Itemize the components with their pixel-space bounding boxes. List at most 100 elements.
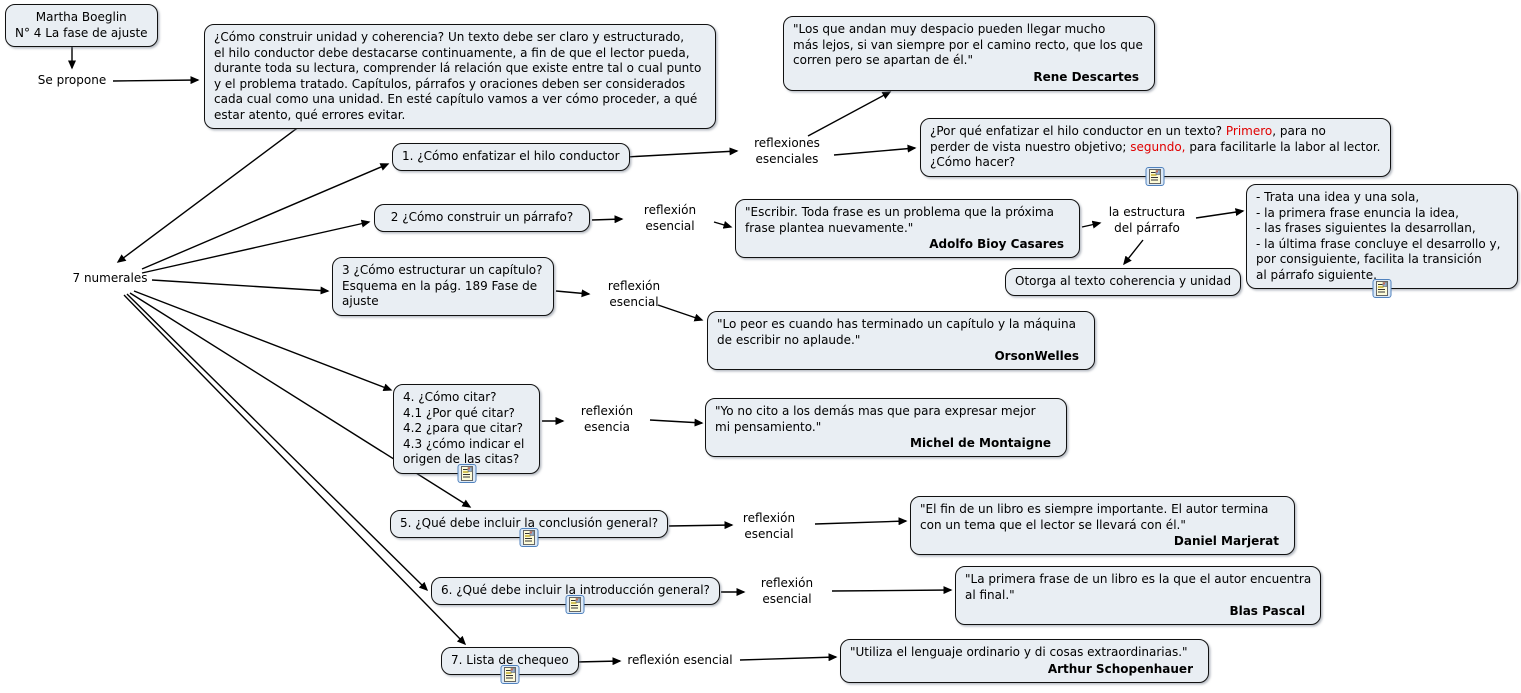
q3-box[interactable]: 3 ¿Cómo estructurar un capítulo?Esquema … [332,257,554,316]
text-line: "Lo peor es cuando has terminado un capí… [717,317,1076,331]
estructura-lista-box[interactable]: - Trata una idea y una sola,- la primera… [1246,184,1518,298]
quote-author: Adolfo Bioy Casares [929,237,1064,251]
resource-icon[interactable] [500,664,520,685]
text-line: de escribir no aplaude." [717,332,861,347]
q4-box[interactable]: 4. ¿Cómo citar?4.1 ¿Por qué citar?4.2 ¿p… [393,384,540,483]
text-line: 4.1 ¿Por qué citar? [403,405,515,420]
se-propone-label[interactable]: Se propone [38,73,106,89]
text-line: Esquema en la pág. 189 Fase de [342,278,538,293]
text-line: esencial [609,294,659,309]
text-line: ¿Cómo construir unidad y coherencia? Un … [214,30,685,44]
connector [833,144,917,156]
connector [1195,208,1245,219]
text-line: 7 numerales [72,271,148,285]
numerales-label[interactable]: 7 numerales [73,271,148,287]
text-line: al final." [965,587,1015,602]
resource-icon[interactable] [519,527,539,548]
text-line: el hilo conductor debe destacarse contin… [214,45,690,60]
text-line: cada cual como una unidad. En esté capít… [214,92,698,106]
quote-author: Arthur Schopenhauer [1047,661,1193,676]
reflexion-7-label[interactable]: reflexión esencial [627,653,732,669]
connector [807,91,892,137]
text-line: por consiguiente, facilita la transición [1256,252,1482,266]
resource-icon[interactable] [457,463,476,484]
q5-box[interactable]: 5. ¿Qué debe incluir la conclusión gener… [390,510,669,547]
connector [126,293,429,592]
marjerat-quote[interactable]: "El fin de un libro es siempre important… [910,496,1295,555]
text-line: "Utiliza el lenguaje ordinario y di cosa… [850,645,1188,659]
text-line: "La primera frase de un libro es la que … [965,572,1312,586]
schopenhauer-quote[interactable]: "Utiliza el lenguaje ordinario y di cosa… [840,639,1209,683]
text-line: reflexión [607,279,661,293]
text-line: "Los que andan muy despacio pueden llega… [793,22,1106,36]
text-line: esencial [762,591,812,606]
connector [668,521,734,530]
text-segment: ¿Por qué enfatizar el hilo conductor en … [930,124,1226,138]
quote-author: Michel de Montaigne [910,436,1051,450]
connector [116,125,301,263]
connector [555,289,591,298]
connector [814,517,908,526]
text-line: ¿Por qué enfatizar el hilo conductor en … [930,124,1381,140]
connector [713,221,733,229]
bioy-casares-quote[interactable]: "Escribir. Toda frase es un problema que… [735,199,1080,258]
q2-box[interactable]: 2 ¿Cómo construir un párrafo? [374,204,590,232]
resource-icon[interactable] [1145,166,1165,187]
highlighted-text-segment: segundo, [1130,139,1186,154]
text-line: "El fin de un libro es siempre important… [920,502,1269,516]
text-segment: perder de vista nuestro objetivo; [930,139,1131,154]
text-line: con un tema que el lector se llevará con… [920,517,1186,532]
text-line: estar atento, qué errores evitar. [214,107,406,122]
text-line: 2 ¿Cómo construir un párrafo? [390,210,574,224]
text-line: perder de vista nuestro objetivo; segund… [930,140,1381,156]
text-line: 1. ¿Cómo enfatizar el hilo conductor [402,149,620,163]
text-line: Martha Boeglin [35,10,127,24]
text-line: reflexiones [754,136,820,150]
quote-author: Daniel Marjerat [1173,534,1279,548]
text-line: - Trata una idea y una sola, [1256,190,1420,204]
text-line: reflexión [580,404,634,418]
text-line: Se propone [37,73,107,87]
resource-icon[interactable] [1372,278,1392,299]
text-line: reflexión [760,576,814,590]
text-line: reflexión esencial [627,653,733,667]
orson-welles-quote[interactable]: "Lo peor es cuando has terminado un capí… [707,311,1095,370]
text-line: 4. ¿Cómo citar? [403,390,497,404]
text-line: esencial [744,526,794,541]
q1-box[interactable]: 1. ¿Cómo enfatizar el hilo conductor [392,143,630,171]
q6-box[interactable]: 6. ¿Qué debe incluir la introducción gen… [431,577,720,614]
highlighted-text-segment: Primero [1225,124,1273,138]
enfatizar-box[interactable]: ¿Por qué enfatizar el hilo conductor en … [920,118,1391,186]
text-line: y el problema tratado. Capítulos, párraf… [214,76,686,91]
connector [151,279,330,295]
connector [625,147,739,158]
text-line: 4.2 ¿para que citar? [403,421,524,435]
text-line: mi pensamiento." [715,419,822,434]
text-line: - las frases siguientes la desarrollan, [1256,221,1476,235]
text-line: "Escribir. Toda frase es un problema que… [745,205,1054,219]
montaigne-quote[interactable]: "Yo no cito a los demás mas que para exp… [705,398,1067,457]
otorga-box[interactable]: Otorga al texto coherencia y unidad [1005,268,1242,296]
quote-author: Rene Descartes [1033,69,1139,84]
descartes-quote[interactable]: "Los que andan muy despacio pueden llega… [783,16,1155,91]
text-line: reflexión [643,203,697,217]
text-line: durante toda su lectura, comprender lá r… [214,61,702,75]
q7-box[interactable]: 7. Lista de chequeo [441,647,579,684]
text-segment: ¿Cómo hacer? [930,155,1016,169]
resource-icon[interactable] [565,594,585,615]
text-line: - la última frase concluye el desarrollo… [1256,236,1501,251]
intro-paragraph-box[interactable]: ¿Cómo construir unidad y coherencia? Un … [204,24,716,129]
pascal-quote[interactable]: "La primera frase de un libro es la que … [955,566,1322,625]
connector [575,657,622,666]
connector [739,653,838,662]
text-line: esencia [584,419,630,434]
